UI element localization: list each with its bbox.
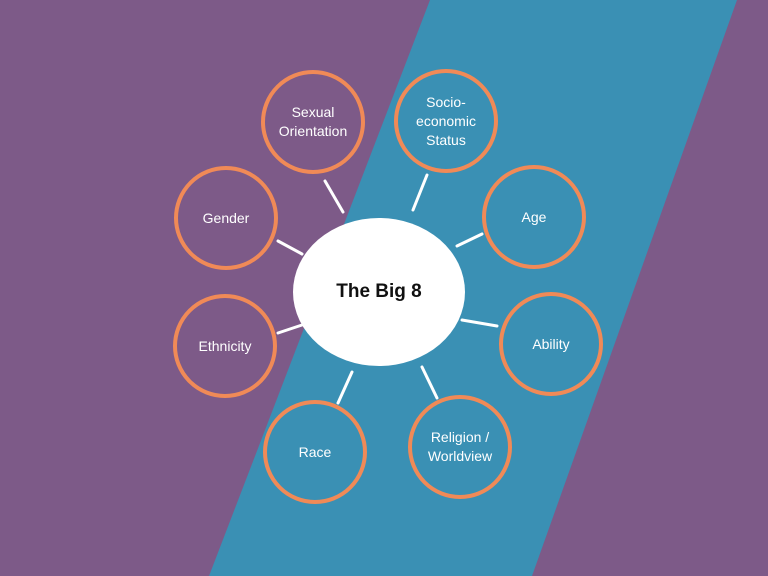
- node-sexual-orientation: Sexual Orientation: [261, 70, 365, 174]
- hub-label: The Big 8: [336, 281, 422, 302]
- node-gender: Gender: [174, 166, 278, 270]
- connector-race: [336, 370, 354, 405]
- node-socioeconomic-status: Socio- economic Status: [394, 69, 498, 173]
- node-label: Age: [521, 208, 547, 225]
- node-label: Religion / Worldview: [427, 429, 493, 464]
- connectors: [276, 173, 499, 405]
- node-ethnicity: Ethnicity: [173, 294, 277, 398]
- node-age: Age: [482, 165, 586, 269]
- connector-ethnicity: [276, 323, 304, 335]
- node-race: Race: [263, 400, 367, 504]
- node-religion-worldview: Religion / Worldview: [408, 395, 512, 499]
- connector-age: [455, 232, 484, 248]
- node-label: Ethnicity: [198, 337, 252, 354]
- hub-circle: The Big 8: [293, 218, 465, 366]
- connector-gender: [276, 239, 304, 256]
- connector-socioeconomic-status: [411, 173, 429, 212]
- node-label: Race: [298, 443, 332, 460]
- node-ability: Ability: [499, 292, 603, 396]
- connector-ability: [460, 318, 499, 328]
- node-label: Gender: [202, 209, 250, 226]
- connector-religion-worldview: [420, 365, 439, 400]
- connector-sexual-orientation: [323, 179, 345, 214]
- node-label: Socio- economic Status: [416, 93, 476, 148]
- node-label: Sexual Orientation: [278, 104, 348, 139]
- node-label: Ability: [532, 335, 570, 352]
